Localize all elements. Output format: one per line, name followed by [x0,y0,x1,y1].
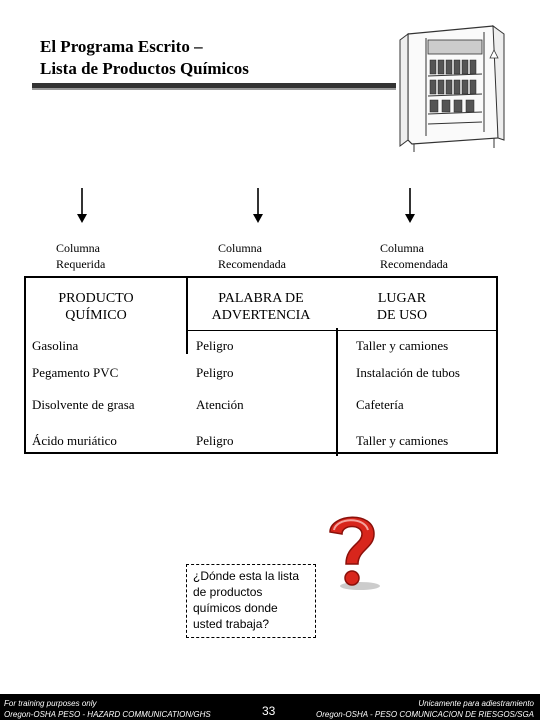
title-line-2: Lista de Productos Químicos [40,59,249,78]
column-label-recommended: Columna Recomendada [218,241,286,271]
title-line-1: El Programa Escrito – [40,37,203,56]
table-cell: Peligro [196,433,234,448]
chemical-list-table: PRODUCTO QUÍMICO PALABRA DE ADVERTENCIA … [24,276,498,456]
column-divider [186,278,188,354]
row-divider [186,330,498,331]
page-number: 33 [262,704,276,718]
title-underline [32,83,396,90]
footer-right: Unicamente para adiestramiento Oregon-OS… [316,699,534,719]
table-cell: Instalación de tubos [356,365,460,380]
table-header-warning-word: PALABRA DE ADVERTENCIA [211,291,311,323]
question-mark-icon [329,516,380,590]
column-divider [336,328,338,456]
chemical-cabinet-icon [399,24,505,152]
table-cell: Gasolina [32,338,79,353]
table-cell: Peligro [196,338,234,353]
arrow-down-icon [405,188,415,223]
question-callout: ¿Dónde esta la lista de productos químic… [186,564,316,638]
footer-bar [0,694,540,720]
table-cell: Atención [196,397,244,412]
arrow-down-icon [253,188,263,223]
column-label-required: Columna Requerida [56,241,106,271]
page-title: El Programa Escrito – Lista de Productos… [40,36,249,80]
table-header-location: LUGAR DE USO [376,291,428,323]
table-cell: Peligro [196,365,234,380]
table-cell: Cafetería [356,397,404,412]
table-cell: Taller y camiones [356,433,449,448]
arrow-down-icon [77,188,87,223]
table-cell: Ácido muriático [32,433,117,448]
table-cell: Pegamento PVC [32,365,119,380]
table-cell: Disolvente de grasa [32,397,135,412]
table-header-product: PRODUCTO QUÍMICO [58,291,134,323]
column-label-recommended: Columna Recomendada [380,241,448,271]
table-cell: Taller y camiones [356,338,449,353]
footer-left: For training purposes only Oregon-OSHA P… [4,699,211,719]
